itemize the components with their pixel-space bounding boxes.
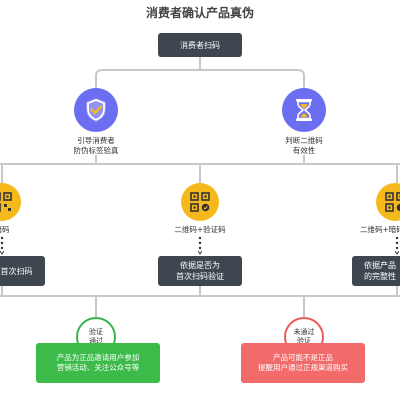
result-pass-box: 产品为正品邀请用户参加 营销活动、关注公众号等 (36, 343, 160, 383)
shield-check-icon (74, 88, 118, 132)
branch-left-text: 引导消费者 防伪标签验真 (73, 136, 119, 155)
leaf3-box: 依据产品 的完整性 (352, 256, 400, 286)
leaf2-label: 二维码+验证码 (174, 225, 226, 234)
qr-code-icon (376, 183, 400, 221)
leaf1-dots (0, 236, 4, 255)
qr-code-icon (0, 183, 21, 221)
leaf1-label: 暗码 (0, 225, 10, 234)
qr-code-icon (181, 183, 219, 221)
scan-step-label: 消费者扫码 (180, 40, 220, 50)
leaf3-label: 二维码+暗码 (360, 225, 400, 234)
hourglass-icon (282, 88, 326, 132)
page-title: 消费者确认产品真伪 (145, 6, 254, 20)
leaf2-dots (198, 236, 202, 255)
leaf3-dots (395, 236, 399, 255)
result-fail-box: 产品可能不是正品 提醒用户通过正规渠道购买 (241, 343, 365, 383)
leaf2-box: 依据是否为 首次扫码验证 (158, 256, 242, 286)
branch-right-text: 判断二维码 有效性 (285, 136, 323, 155)
scan-step-box: 消费者扫码 (158, 33, 242, 57)
